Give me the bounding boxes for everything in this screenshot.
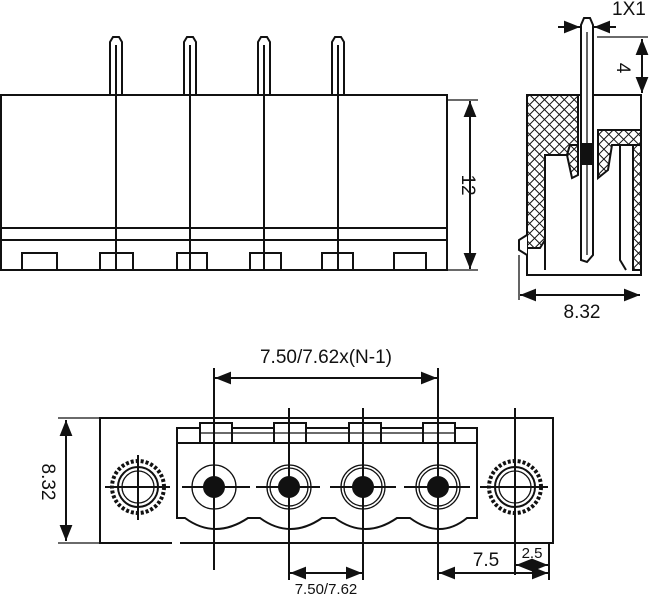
front-pins bbox=[109, 36, 345, 95]
end-offset-label: 7.5 bbox=[473, 550, 499, 571]
side-view: 1X1 4 8.32 bbox=[518, 0, 649, 323]
height-label: 12 bbox=[457, 174, 478, 195]
bottom-height-dimension: 8.32 bbox=[37, 417, 100, 544]
front-pin-centerlines bbox=[115, 45, 339, 270]
pin-length-dimension: 4 bbox=[597, 36, 649, 93]
bottom-height-label: 8.32 bbox=[37, 464, 58, 501]
front-view: 12 bbox=[0, 36, 478, 271]
span-label: 7.50/7.62x(N-1) bbox=[260, 347, 392, 368]
pin-length-label: 4 bbox=[612, 63, 633, 74]
height-dimension: 12 bbox=[447, 99, 478, 271]
side-latch bbox=[518, 234, 528, 256]
pin-collar bbox=[582, 143, 592, 165]
slot bbox=[321, 252, 354, 271]
side-hatched-wall-left bbox=[526, 94, 579, 249]
side-inner-line bbox=[544, 145, 627, 271]
slot bbox=[176, 252, 208, 271]
bottom-centerlines bbox=[105, 368, 550, 580]
front-slots bbox=[21, 252, 427, 271]
slot bbox=[249, 252, 282, 271]
pin-size-dimension: 1X1 bbox=[558, 0, 646, 34]
span-dimension: 7.50/7.62x(N-1) bbox=[215, 347, 437, 385]
side-hatched-collar bbox=[565, 129, 642, 181]
depth-dimension: 8.32 bbox=[518, 255, 640, 323]
slot bbox=[99, 252, 134, 271]
pitch-label: 7.50/7.62 bbox=[295, 581, 358, 598]
front-body bbox=[0, 94, 448, 271]
flange-offset-label: 2.5 bbox=[522, 545, 543, 562]
slot bbox=[393, 252, 427, 271]
depth-label: 8.32 bbox=[564, 302, 601, 323]
side-hatched-wall-right bbox=[632, 144, 642, 271]
pitch-dimension: 7.50/7.62 bbox=[290, 566, 362, 598]
flange-outline bbox=[99, 417, 554, 544]
flange-offset-dimension: 2.5 bbox=[516, 545, 548, 572]
housing-body bbox=[176, 427, 478, 530]
bottom-view: 7.50/7.62x(N-1) 8.32 7.50/7.62 7.5 2.5 bbox=[37, 347, 554, 598]
pin-size-label: 1X1 bbox=[612, 0, 646, 20]
slot bbox=[21, 252, 58, 271]
end-offset-dimension: 7.5 bbox=[439, 550, 548, 580]
